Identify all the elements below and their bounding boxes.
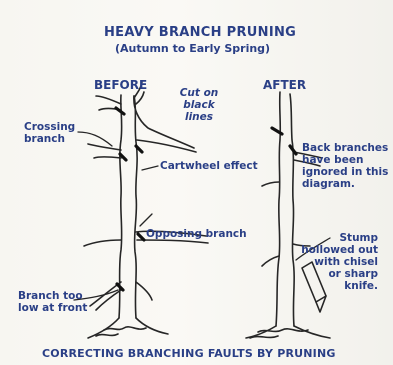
cut-on-black-lines-note: Cut on black lines [168,87,230,123]
after-tree-trunk [276,92,294,326]
crossing-branch-label: Crossing branch [24,121,75,145]
cartwheel-effect-label: Cartwheel effect [160,160,258,172]
before-tree-trunk [119,95,137,318]
before-tree-roots [88,318,168,338]
branch-too-low-label: Branch too low at front [18,290,87,314]
diagram-caption: CORRECTING BRANCHING FAULTS BY PRUNING [42,348,336,360]
cut-lines [116,108,296,290]
back-branches-note: Back branches have been ignored in this … [302,142,388,190]
after-tree-roots [246,326,330,338]
stump-note: Stump hollowed out with chisel or sharp … [300,232,378,292]
opposing-branch-label: Opposing branch [146,228,247,240]
after-heading: AFTER [263,79,306,91]
diagram-title: HEAVY BRANCH PRUNING [104,27,296,39]
diagram-subtitle: (Autumn to Early Spring) [115,43,270,55]
before-heading: BEFORE [94,79,147,91]
